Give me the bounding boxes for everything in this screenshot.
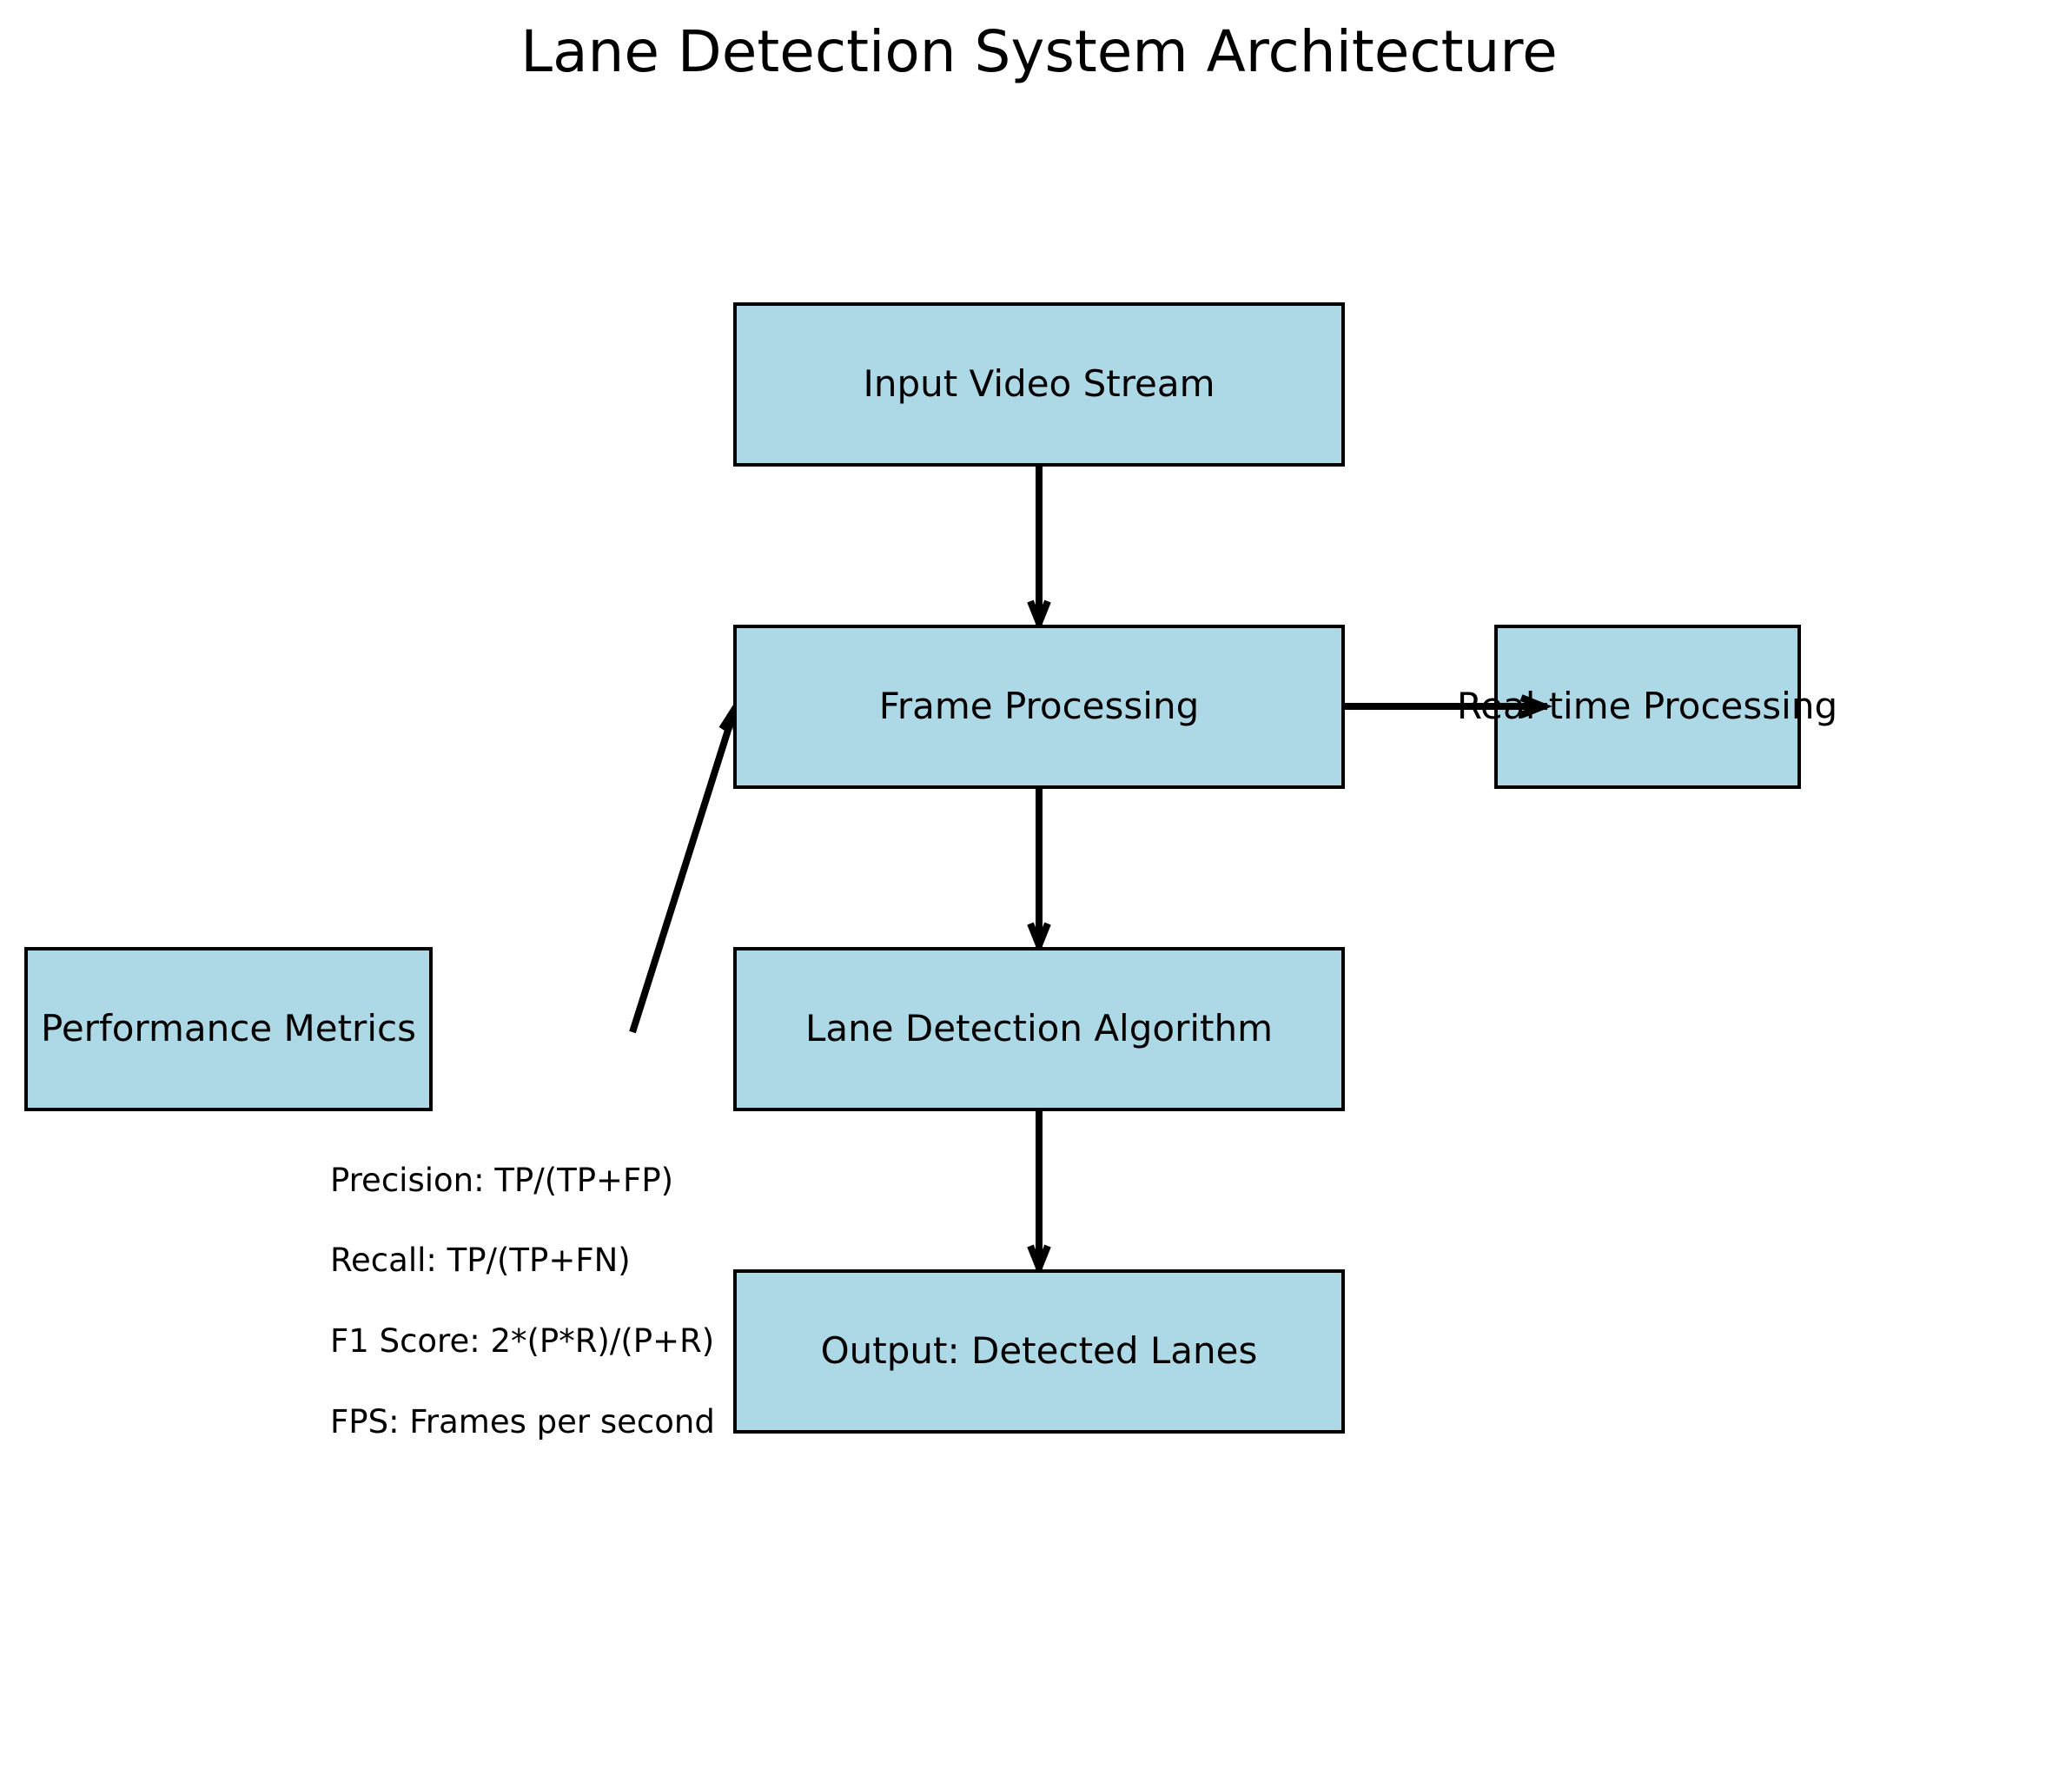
node-lane-detection-algorithm-label: Lane Detection Algorithm: [805, 1007, 1273, 1050]
metric-recall-note: Recall: TP/(TP+FN): [330, 1242, 631, 1279]
edge-frame-to-lane: [1027, 786, 1051, 955]
node-performance-metrics-label: Performance Metrics: [41, 1007, 416, 1050]
node-frame-processing: Frame Processing: [733, 625, 1345, 789]
node-input-video-stream-shape: [733, 302, 1345, 467]
node-performance-metrics: Performance Metrics: [24, 947, 433, 1111]
metric-precision-note: Precision: TP/(TP+FP): [330, 1162, 673, 1199]
node-output-detected-lanes-shape: [733, 1269, 1345, 1434]
node-output-detected-lanes-label: Output: Detected Lanes: [821, 1329, 1258, 1372]
node-lane-detection-algorithm-shape: [733, 947, 1345, 1111]
metric-fps-note: FPS: Frames per second: [330, 1403, 715, 1441]
edge-input-to-frame: [1027, 465, 1051, 633]
metrics-notes: Precision: TP/(TP+FP) Recall: TP/(TP+FN)…: [330, 1162, 715, 1441]
node-frame-processing-label: Frame Processing: [879, 685, 1199, 727]
metric-f1-note: F1 Score: 2*(P*R)/(P+R): [330, 1322, 714, 1360]
edge-frame-to-realtime: [1343, 694, 1552, 719]
node-input-video-stream-label: Input Video Stream: [863, 362, 1215, 405]
node-lane-detection-algorithm: Lane Detection Algorithm: [733, 947, 1345, 1111]
node-frame-processing-shape: [733, 625, 1345, 789]
node-input-video-stream: Input Video Stream: [733, 302, 1345, 467]
node-real-time-processing-label: Real-time Processing: [1457, 685, 1837, 727]
edge-lane-to-output: [1027, 1109, 1051, 1277]
diagram-title: Lane Detection System Architecture: [520, 18, 1557, 85]
node-output-detected-lanes: Output: Detected Lanes: [733, 1269, 1345, 1434]
node-performance-metrics-shape: [24, 947, 433, 1111]
